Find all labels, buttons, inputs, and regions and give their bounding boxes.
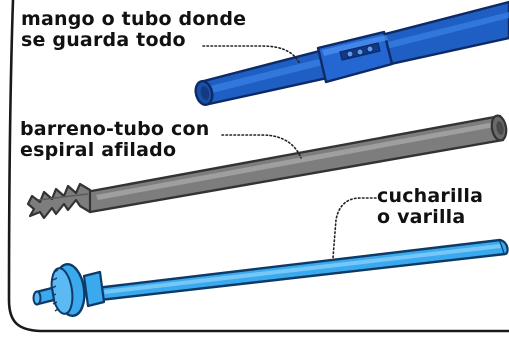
spoon-label: cucharilla o varilla (377, 186, 483, 228)
panel-frame (7, 0, 509, 333)
handle-label: mango o tubo donde se guarda todo (21, 9, 246, 51)
spoon-label-line2: o varilla (377, 206, 466, 228)
leader-line-spoon (332, 197, 377, 259)
auger-tube-icon (26, 114, 508, 220)
leader-line-auger (221, 134, 302, 159)
handle-tube-icon (194, 0, 509, 107)
spoon-label-line1: cucharilla (377, 185, 484, 207)
handle-label-line2: se guarda todo (21, 29, 186, 51)
handle-label-line1: mango o tubo donde (21, 8, 247, 30)
auger-label: barreno-tubo con espiral afilado (20, 119, 209, 161)
leader-line-handle (202, 45, 301, 65)
auger-label-line1: barreno-tubo con (20, 118, 210, 140)
auger-label-line2: espiral afilado (20, 139, 177, 161)
spoon-rod-icon (32, 238, 509, 318)
